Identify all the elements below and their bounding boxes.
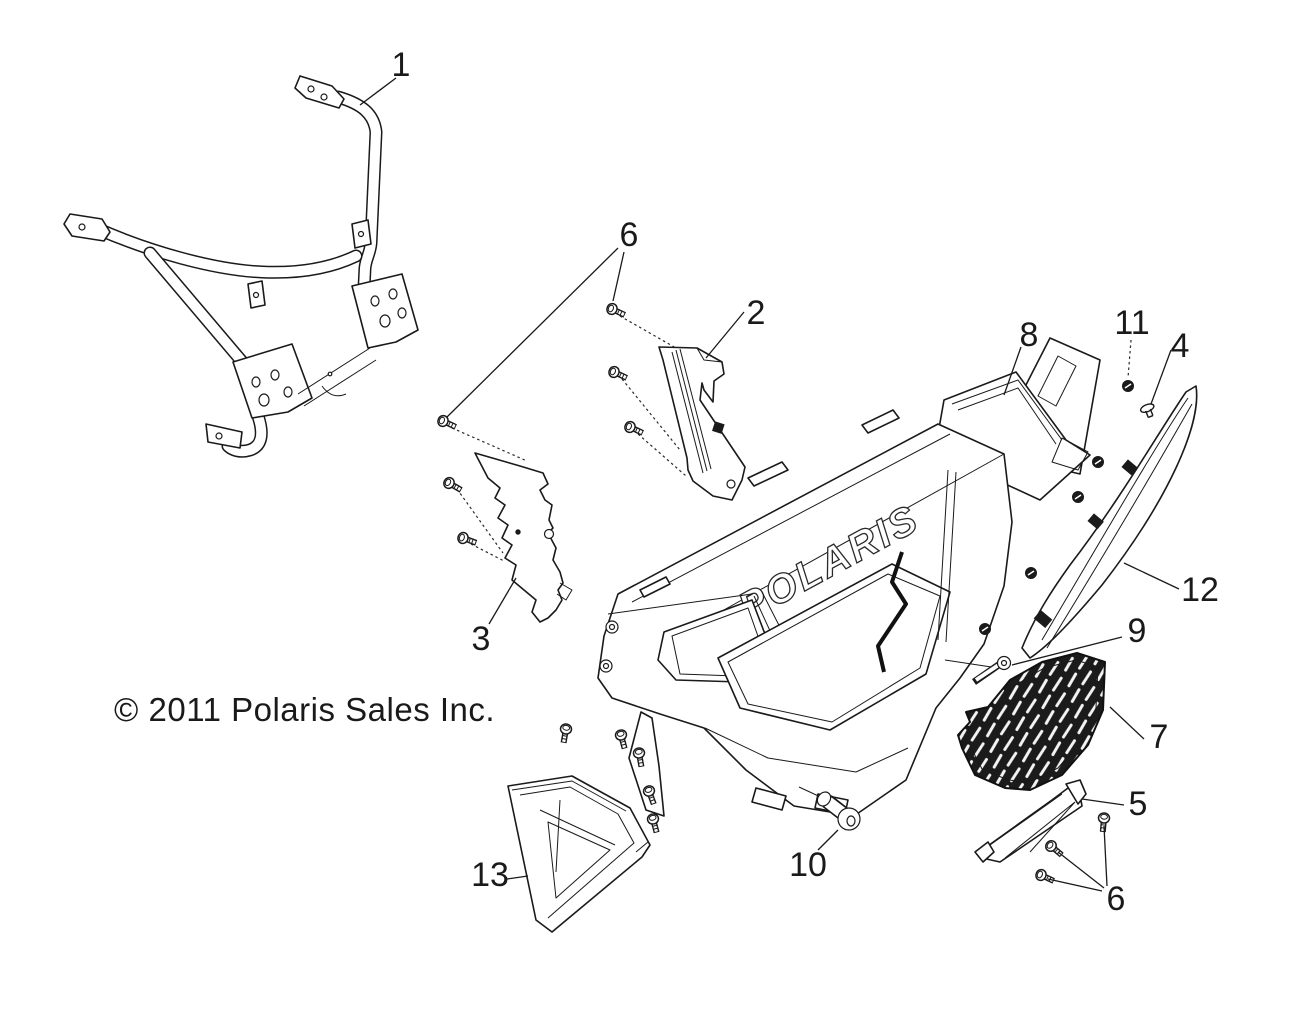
callout-2: 2 (747, 294, 766, 332)
part-10-shoulder-bolt (798, 786, 861, 831)
main-bumper-fascia: POLARIS (597, 409, 1013, 817)
part-4-push-clip (1138, 401, 1158, 420)
callout-6-top: 6 (620, 216, 639, 254)
callout-6-bottom: 6 (1107, 880, 1126, 918)
callout-labels: 1 2 3 4 5 6 6 7 8 9 10 11 12 13 (392, 46, 1219, 918)
callout-11: 11 (1114, 304, 1149, 342)
callout-3: 3 (472, 620, 491, 658)
callout-5: 5 (1129, 785, 1148, 823)
callout-1: 1 (392, 46, 411, 84)
part-5-lower-bracket (974, 779, 1087, 863)
copyright-text: © 2011 Polaris Sales Inc. (114, 691, 495, 728)
part-2-mount-bracket (658, 346, 746, 501)
part-7-grille-insert (957, 652, 1106, 791)
part-13-side-panel (507, 775, 651, 933)
leader-lines (359, 77, 1180, 892)
part-6-screws-top (436, 302, 687, 562)
grille-mesh (957, 652, 1106, 791)
callout-12: 12 (1181, 571, 1219, 609)
callout-10: 10 (789, 846, 827, 884)
part-9-bolt (944, 655, 1012, 685)
callout-8: 8 (1020, 316, 1039, 354)
part-11-nut (1121, 379, 1135, 393)
part-12-side-trim-panel (1021, 385, 1198, 659)
callout-7: 7 (1150, 718, 1169, 756)
part-3-support-bracket (474, 452, 573, 623)
callout-4: 4 (1171, 327, 1190, 365)
callout-9: 9 (1128, 612, 1147, 650)
part-1-brush-guard (63, 75, 419, 458)
callout-13: 13 (471, 856, 509, 894)
